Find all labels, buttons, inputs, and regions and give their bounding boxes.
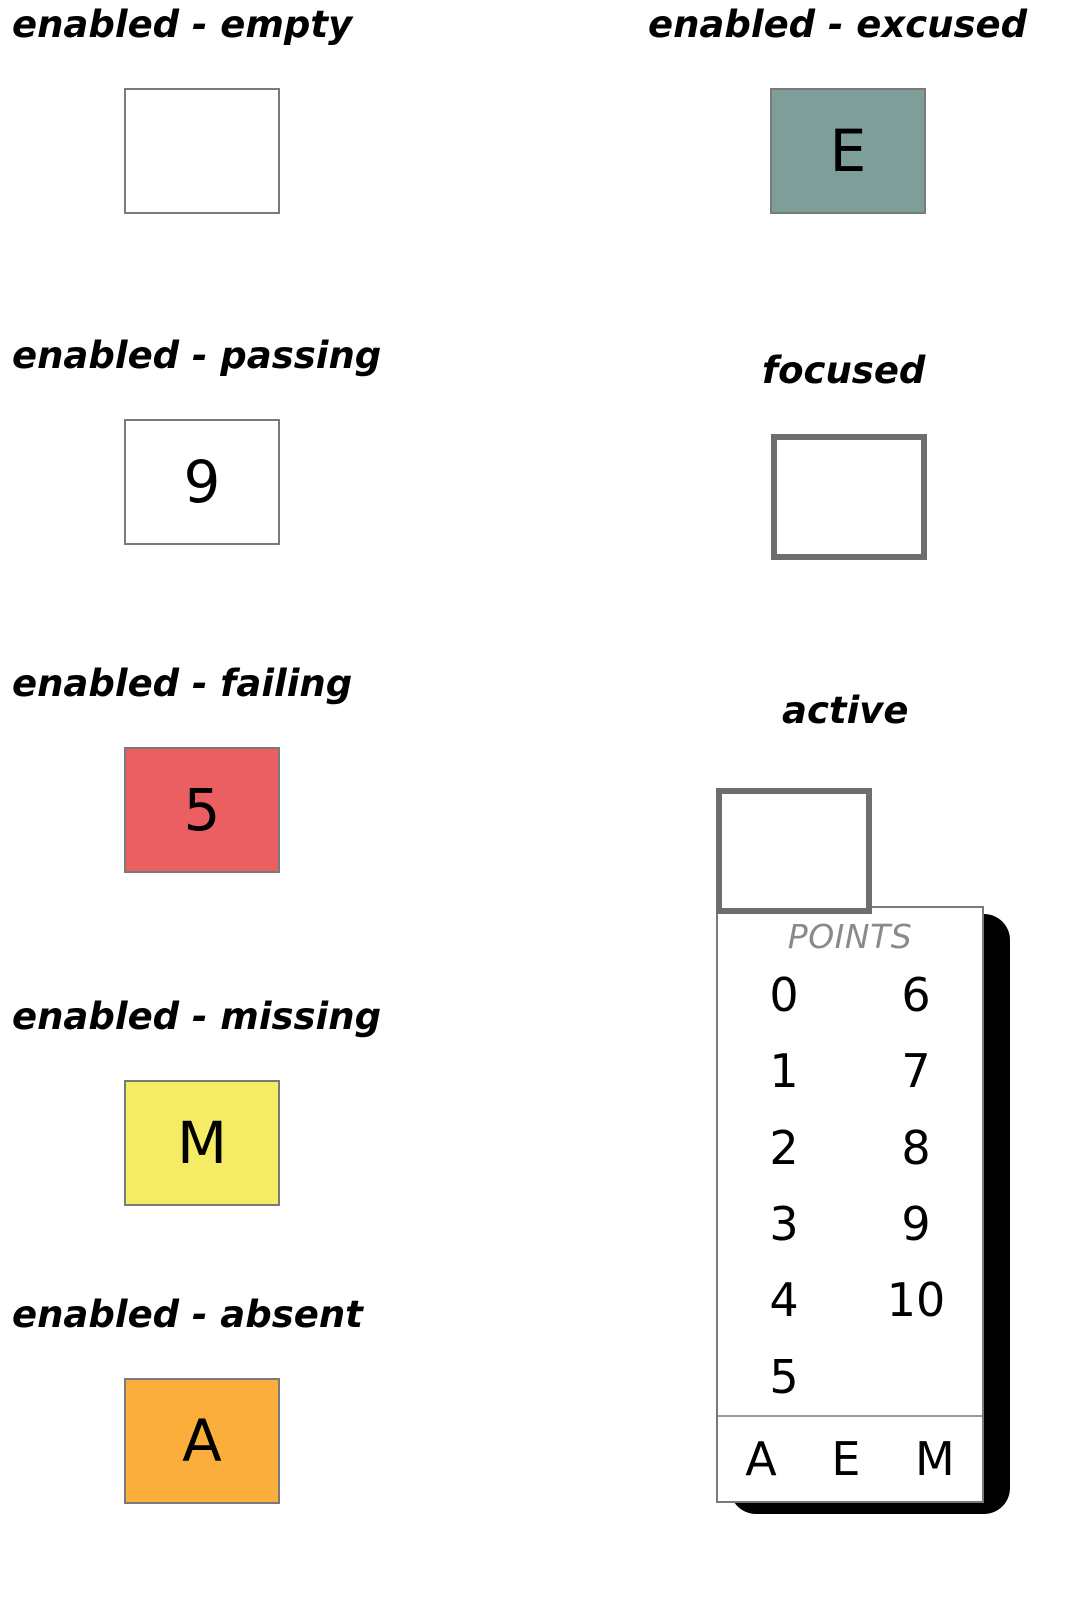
- points-option-0[interactable]: 0: [769, 968, 799, 1023]
- status-option-excused[interactable]: E: [831, 1432, 861, 1486]
- status-options-row: A E M: [718, 1417, 982, 1501]
- status-option-absent[interactable]: A: [745, 1432, 777, 1486]
- points-popup-panel: POINTS 0 6 1 7 2 8 3 9 4 10 5 A E M: [716, 906, 984, 1503]
- state-caption-enabled-missing: enabled - missing: [12, 995, 382, 1038]
- state-caption-focused: focused: [762, 349, 926, 392]
- points-option-9[interactable]: 9: [901, 1197, 931, 1252]
- grade-cell-enabled-missing[interactable]: M: [124, 1080, 280, 1206]
- points-option-4[interactable]: 4: [769, 1273, 799, 1328]
- state-group-focused: focused: [762, 352, 927, 560]
- points-option-10[interactable]: 10: [886, 1273, 946, 1328]
- state-group-active: active: [782, 692, 908, 729]
- points-option-1[interactable]: 1: [769, 1044, 799, 1099]
- points-popup-header: POINTS: [787, 917, 913, 956]
- state-group-enabled-failing: enabled - failing 5: [12, 665, 352, 873]
- popup-divider: [718, 1415, 982, 1417]
- grade-cell-enabled-empty[interactable]: [124, 88, 280, 214]
- grade-cell-enabled-passing[interactable]: 9: [124, 419, 280, 545]
- points-option-5[interactable]: 5: [769, 1349, 799, 1404]
- state-caption-enabled-excused: enabled - excused: [648, 3, 1028, 46]
- state-caption-active: active: [782, 689, 909, 732]
- grade-cell-enabled-absent[interactable]: A: [124, 1378, 280, 1504]
- points-option-3[interactable]: 3: [769, 1197, 799, 1252]
- state-group-enabled-missing: enabled - missing M: [12, 998, 381, 1206]
- grade-cell-active[interactable]: [716, 788, 872, 914]
- state-group-enabled-passing: enabled - passing 9: [12, 337, 381, 545]
- state-group-enabled-excused: enabled - excused E: [648, 6, 1027, 214]
- state-group-enabled-empty: enabled - empty: [12, 6, 352, 214]
- state-group-enabled-absent: enabled - absent A: [12, 1296, 363, 1504]
- points-options-grid: 0 6 1 7 2 8 3 9 4 10 5: [718, 953, 982, 1415]
- state-caption-enabled-passing: enabled - passing: [12, 334, 382, 377]
- state-caption-enabled-failing: enabled - failing: [12, 662, 353, 705]
- points-option-8[interactable]: 8: [901, 1120, 931, 1175]
- grade-cell-focused[interactable]: [771, 434, 927, 560]
- points-option-6[interactable]: 6: [901, 968, 931, 1023]
- points-option-2[interactable]: 2: [769, 1120, 799, 1175]
- points-option-7[interactable]: 7: [901, 1044, 931, 1099]
- state-caption-enabled-empty: enabled - empty: [12, 3, 353, 46]
- state-caption-enabled-absent: enabled - absent: [12, 1293, 363, 1336]
- status-option-missing[interactable]: M: [914, 1432, 955, 1486]
- grade-cell-enabled-failing[interactable]: 5: [124, 747, 280, 873]
- grade-cell-enabled-excused[interactable]: E: [770, 88, 926, 214]
